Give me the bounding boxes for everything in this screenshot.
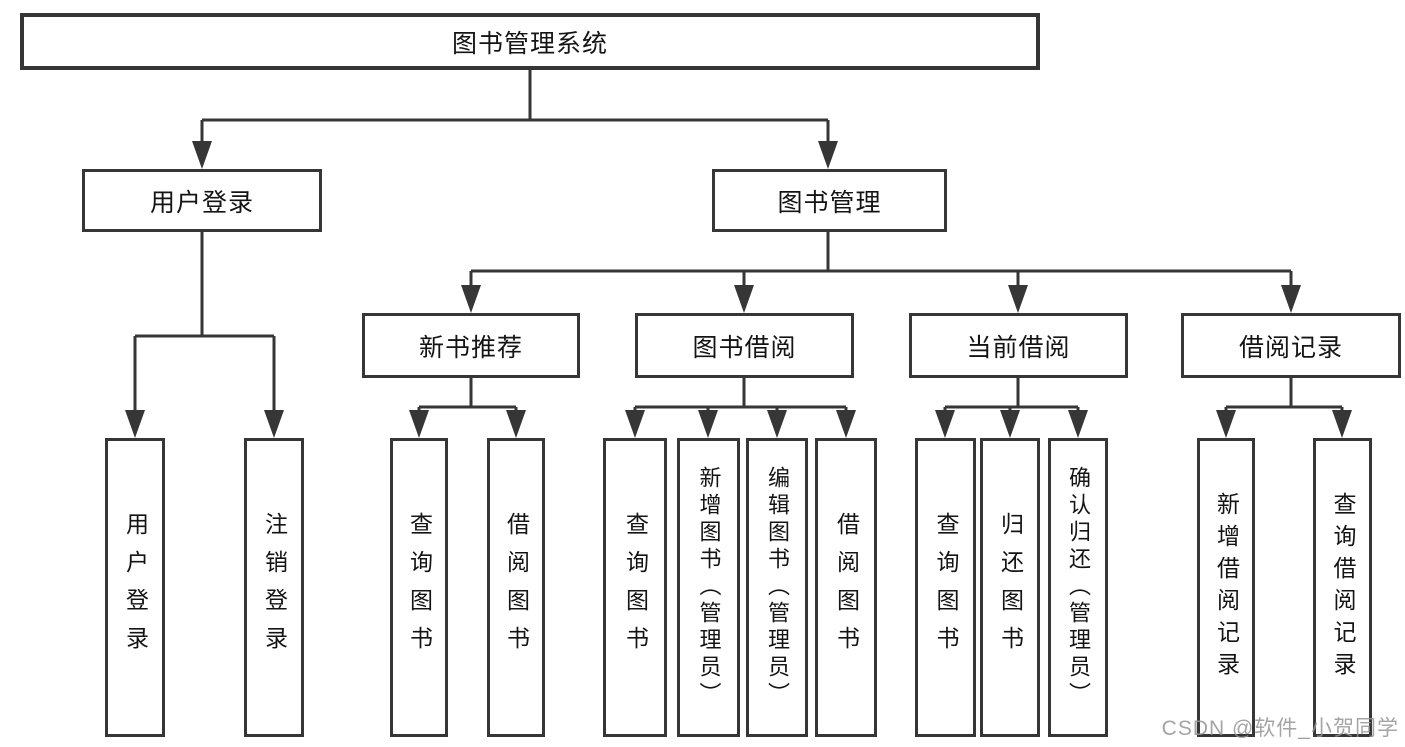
leaf-borrow-book-label: 借阅图书 — [833, 511, 860, 664]
leaf-borrow-edit-admin: 编辑图书（管理员） — [746, 438, 808, 737]
leaf-current-query: 查询图书 — [915, 438, 976, 737]
leaf-confirm-return-admin-label: 确认归还（管理员） — [1066, 466, 1091, 709]
node-book-mgmt: 图书管理 — [712, 169, 947, 232]
leaf-query-record-label: 查询借阅记录 — [1330, 491, 1356, 684]
leaf-add-record: 新增借阅记录 — [1197, 438, 1255, 737]
node-new-books-label: 新书推荐 — [418, 333, 523, 362]
leaf-user-login-label: 用户登录 — [122, 511, 149, 664]
node-root: 图书管理系统 — [20, 13, 1040, 70]
node-root-label: 图书管理系统 — [451, 29, 608, 58]
node-user-login: 用户登录 — [82, 169, 322, 232]
node-new-books: 新书推荐 — [362, 313, 580, 378]
node-user-login-label: 用户登录 — [149, 188, 254, 217]
leaf-current-query-label: 查询图书 — [933, 511, 959, 664]
leaf-newbooks-query-label: 查询图书 — [406, 511, 433, 664]
leaf-confirm-return-admin: 确认归还（管理员） — [1048, 438, 1108, 737]
node-book-borrow: 图书借阅 — [635, 313, 854, 378]
node-book-mgmt-label: 图书管理 — [777, 188, 882, 217]
leaf-borrow-book: 借阅图书 — [815, 438, 877, 737]
leaf-return-book-label: 归还图书 — [997, 511, 1024, 664]
node-borrow-records: 借阅记录 — [1181, 313, 1401, 378]
leaf-query-record: 查询借阅记录 — [1313, 438, 1372, 737]
csdn-watermark: CSDN @软件_小贺同学 — [1161, 717, 1399, 740]
leaf-return-book: 归还图书 — [980, 438, 1040, 737]
leaf-newbooks-borrow-label: 借阅图书 — [503, 511, 530, 664]
leaf-borrow-query-label: 查询图书 — [622, 511, 649, 664]
leaf-newbooks-query: 查询图书 — [390, 438, 448, 737]
node-current-borrow: 当前借阅 — [909, 313, 1128, 378]
leaf-borrow-add-admin-label: 新增图书（管理员） — [696, 466, 722, 709]
leaf-add-record-label: 新增借阅记录 — [1213, 491, 1240, 684]
arrowheads — [125, 141, 1352, 438]
leaf-logout-label: 注销登录 — [261, 511, 288, 664]
leaf-borrow-edit-admin-label: 编辑图书（管理员） — [765, 466, 790, 709]
leaf-newbooks-borrow: 借阅图书 — [487, 438, 545, 737]
leaf-logout: 注销登录 — [244, 438, 304, 737]
leaf-user-login: 用户登录 — [105, 438, 165, 737]
leaf-borrow-query: 查询图书 — [603, 438, 667, 737]
node-current-borrow-label: 当前借阅 — [966, 333, 1071, 362]
node-borrow-records-label: 借阅记录 — [1238, 333, 1343, 362]
leaf-borrow-add-admin: 新增图书（管理员） — [677, 438, 740, 737]
node-book-borrow-label: 图书借阅 — [692, 333, 797, 362]
